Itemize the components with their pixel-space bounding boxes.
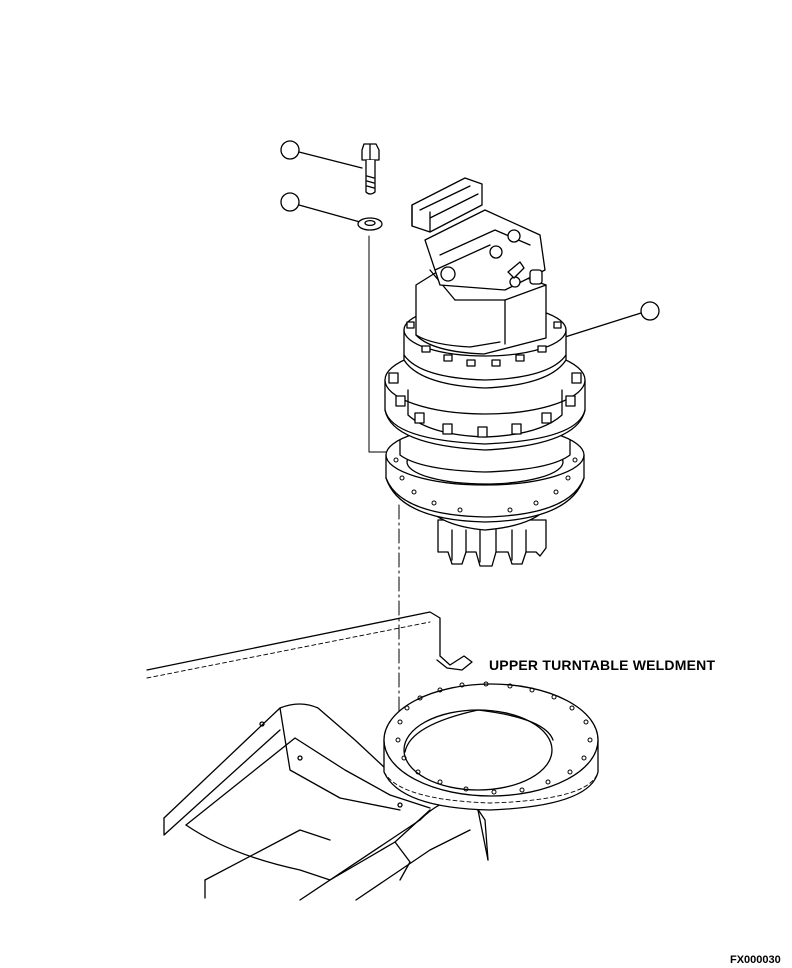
flange-bolts [389,373,581,437]
pinion-gear [438,520,546,566]
swing-drive-assembly [385,178,585,566]
callout-swing-drive [565,302,659,337]
mount-ring-holes [396,682,592,794]
figure-id: FX000030 [730,954,781,966]
upper-ring-bolts [407,322,561,366]
turntable-weldment [147,612,488,900]
turntable-mount-ring [384,682,598,810]
callout-washer [281,193,360,222]
mounting-flange-holes [394,458,577,512]
weldment-label: UPPER TURNTABLE WELDMENT [489,657,716,673]
washer [358,218,382,230]
hydraulic-motor [412,178,546,354]
hex-bolt [362,144,379,194]
bolt-centerline [369,236,393,452]
callout-bolt [281,141,362,168]
